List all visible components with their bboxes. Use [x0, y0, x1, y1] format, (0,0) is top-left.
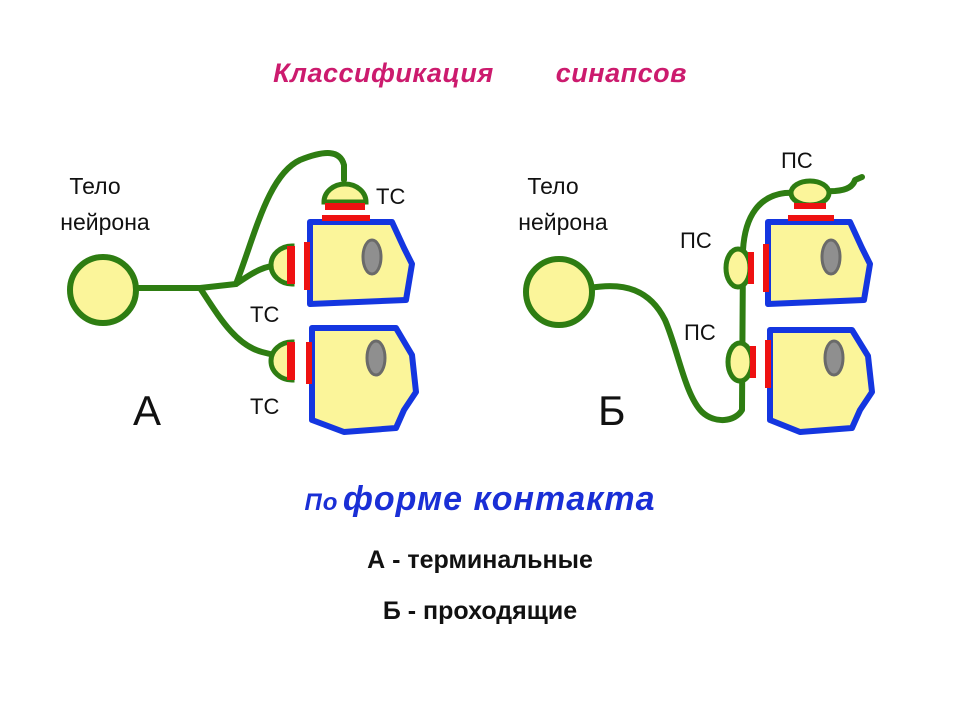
passing-synapse-label-mid: ПС [680, 228, 712, 253]
nucleus-a2 [365, 339, 387, 377]
passing-bouton-b-mid [723, 246, 753, 290]
terminal-bouton-a-mid [268, 243, 295, 287]
contact-b-top [794, 203, 826, 209]
terminal-bouton-a-low [268, 339, 295, 383]
caption-passing: Б - проходящие [382, 597, 578, 625]
neuron-body-b [523, 256, 595, 328]
terminal-synapse-label-low: ТС [250, 394, 279, 419]
neuron-body-a [67, 254, 139, 326]
axon-a-branch-top [197, 150, 347, 291]
neuron-label-a-1: Тело [69, 173, 120, 199]
target-cell-a1 [307, 219, 415, 307]
nucleus-b1 [820, 238, 842, 276]
title-word-1: Классификация [273, 58, 494, 88]
neuron-label-b-2: нейрона [518, 209, 608, 235]
terminal-bouton-a-top [321, 181, 369, 205]
contact-a-top [325, 203, 365, 210]
passing-bouton-b-low [725, 340, 755, 384]
heading-prefix: По [304, 489, 339, 516]
page-title: Классификация синапсов [0, 58, 960, 89]
caption-terminal: А - терминальные [367, 546, 593, 574]
panel-b: Тело нейрона ПС ПС ПС Б [518, 148, 875, 435]
contact-b-low [750, 346, 756, 378]
neuron-label-b-1: Тело [527, 173, 578, 199]
heading-text: форме контакта [342, 480, 656, 518]
target-cell-b1 [765, 219, 873, 307]
contact-a-low [287, 342, 295, 380]
target-cell-a2 [309, 325, 419, 435]
passing-synapse-label-low: ПС [684, 320, 716, 345]
panel-a: Тело нейрона ТС ТС ТС А [60, 150, 419, 435]
terminal-synapse-label-mid: ТС [250, 302, 279, 327]
panel-letter-b: Б [598, 387, 626, 434]
passing-synapse-label-top: ПС [781, 148, 813, 173]
nucleus-a1 [361, 238, 383, 276]
axon-a-branch-low [197, 285, 285, 360]
neuron-label-a-2: нейрона [60, 209, 150, 235]
classification-heading: По форме контакта [0, 480, 960, 519]
terminal-synapse-label-top: ТС [376, 184, 405, 209]
contact-a-mid [287, 246, 295, 284]
target-cell-b2 [767, 327, 875, 435]
panel-letter-a: А [133, 387, 161, 434]
title-word-2: синапсов [555, 58, 687, 88]
nucleus-b2 [823, 339, 845, 377]
contact-b-mid [748, 252, 754, 284]
axon-b [587, 174, 865, 423]
passing-bouton-b-top [788, 178, 832, 208]
